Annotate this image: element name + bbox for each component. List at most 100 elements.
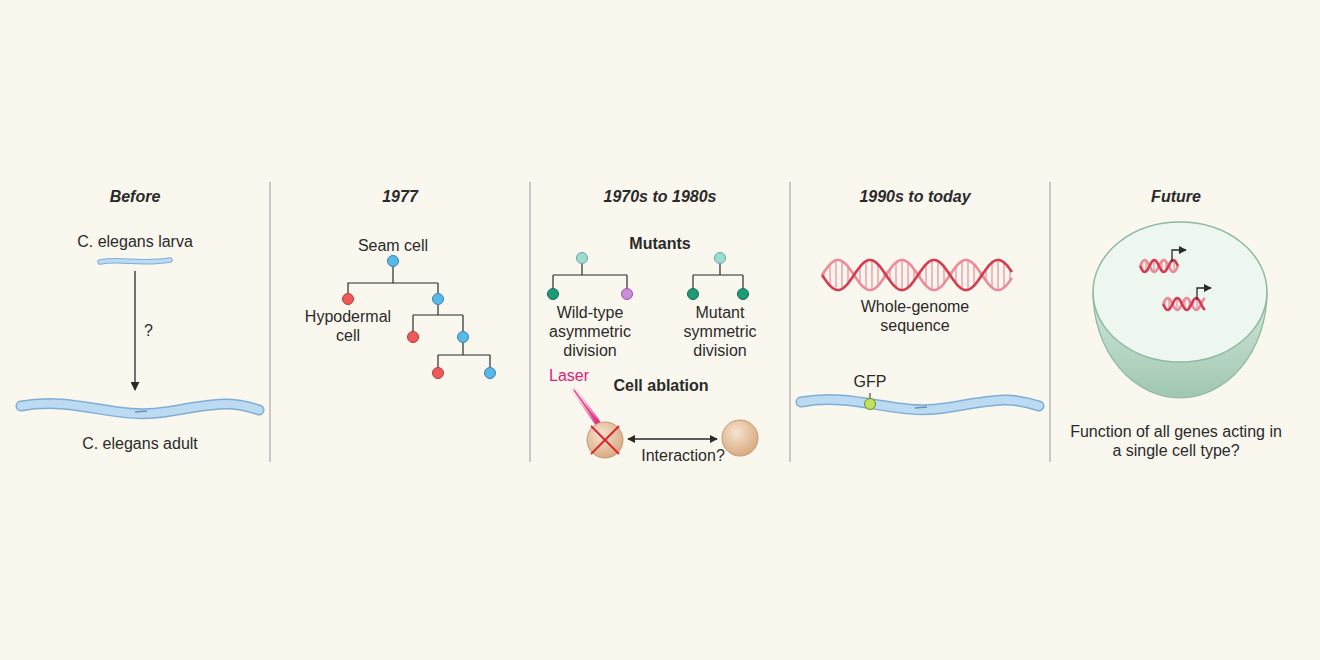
mutant-tree: [626, 275, 627, 288]
section-heading: Cell ablation: [596, 376, 726, 395]
mutant-tree: [581, 264, 582, 275]
interaction-label-box: Interaction?: [623, 446, 743, 465]
gfp-dot: [865, 399, 876, 410]
panel-divider: [530, 182, 531, 462]
laser-beam: [574, 390, 597, 422]
panel-heading: 1990s to today: [805, 187, 1025, 206]
cell-cutaway: [1093, 222, 1267, 398]
base-pair: [841, 261, 842, 289]
lineage-tree: [393, 282, 438, 283]
base-pair: [925, 264, 926, 285]
panel-divider: [790, 182, 791, 462]
question-label-box: Function of all genes acting in a single…: [1067, 422, 1285, 460]
interaction-label: Interaction?: [623, 446, 743, 465]
node-label: Hypodermal cell: [298, 307, 398, 345]
base-pair: [1176, 298, 1177, 310]
worm-body: [21, 404, 259, 414]
cell-dot: [458, 332, 469, 343]
worm: [915, 407, 927, 408]
hypodermal-cell-node: Hypodermal cell: [298, 293, 398, 345]
laser-label-box: Laser: [539, 366, 599, 385]
gfp-label-box: GFP: [840, 372, 900, 391]
cell-dot: [343, 294, 354, 305]
division-label: Mutant symmetric division: [665, 303, 775, 360]
cell-dot: [715, 253, 726, 264]
worm: [801, 400, 1039, 410]
larva-node: C. elegans larva: [50, 232, 220, 269]
worm-body: [100, 260, 170, 262]
section-heading-box: Cell ablation: [596, 376, 726, 395]
lineage-tree: [438, 354, 490, 355]
dna-strand: [822, 260, 1012, 290]
base-pair: [865, 261, 866, 289]
mutant-tree: [552, 275, 553, 288]
cell-dot: [387, 255, 399, 267]
base-pair: [973, 264, 974, 285]
base-pair: [895, 263, 896, 288]
cell-dot: [408, 332, 419, 343]
interaction-arrow: [628, 438, 717, 439]
mutant-tree: [742, 275, 743, 288]
ablated-cell: [591, 426, 619, 454]
section-heading-box: Mutants: [600, 234, 720, 253]
laser-beam: [574, 390, 597, 422]
base-pair: [835, 260, 836, 289]
division-label-box: Wild-type asymmetric division: [535, 303, 645, 360]
gene: [1140, 260, 1205, 310]
cell-dot: [548, 253, 749, 300]
transcription-arrow: [1172, 250, 1186, 262]
gfp-label: GFP: [840, 372, 900, 391]
base-pair: [907, 263, 908, 288]
worm-body: [21, 404, 259, 414]
base-pair: [931, 260, 932, 289]
cell-dot: [408, 294, 496, 379]
neighbour-cell: [722, 420, 758, 456]
panel-heading-box: Future: [1066, 187, 1286, 206]
base-pair: [961, 261, 962, 289]
section-heading: Mutants: [600, 234, 720, 253]
worm: [15, 392, 265, 424]
mutant-tree: [693, 274, 743, 275]
worm: [801, 400, 1039, 410]
node-label: C. elegans adult: [14, 434, 266, 453]
neighbour-cell: [722, 420, 758, 456]
lineage-tree: [437, 355, 438, 367]
cell-dot: [688, 289, 699, 300]
lineage-tree: [462, 315, 463, 331]
sequence-label: Whole-genome sequence: [853, 297, 978, 335]
panel-heading-box: 1977: [290, 187, 510, 206]
cell-dot: [342, 293, 354, 305]
transcription-arrow: [1197, 288, 1211, 300]
panel-heading-box: 1990s to today: [805, 187, 1025, 206]
panel-heading: 1977: [290, 187, 510, 206]
cell-dot: [485, 368, 496, 379]
node-label: C. elegans larva: [50, 232, 220, 251]
panel-heading-box: Before: [25, 187, 245, 206]
lineage-line: [348, 267, 393, 293]
mutant-tree: [719, 264, 720, 275]
sequence-label-box: Whole-genome sequence: [853, 297, 978, 335]
lineage-tree: [489, 355, 490, 367]
base-pair: [1003, 263, 1004, 288]
lineage-tree: [437, 305, 438, 315]
base-pair: [877, 264, 878, 285]
worm: [95, 253, 175, 269]
base-pair: [937, 261, 938, 289]
dna-helix: [822, 260, 1012, 290]
division-label: Wild-type asymmetric division: [535, 303, 645, 360]
cell-cutaway: [1093, 222, 1267, 362]
cell-dot: [433, 368, 444, 379]
lineage-tree: [462, 343, 463, 355]
base-pair: [991, 263, 992, 288]
panel-divider: [1050, 182, 1051, 462]
arrow: [134, 271, 135, 390]
base-pair: [829, 264, 830, 285]
node-label: Seam cell: [343, 236, 443, 255]
lineage-tree: [437, 283, 438, 293]
base-pair: [997, 260, 998, 290]
dna-strand: [1163, 298, 1205, 310]
laser-beam: [574, 390, 597, 422]
